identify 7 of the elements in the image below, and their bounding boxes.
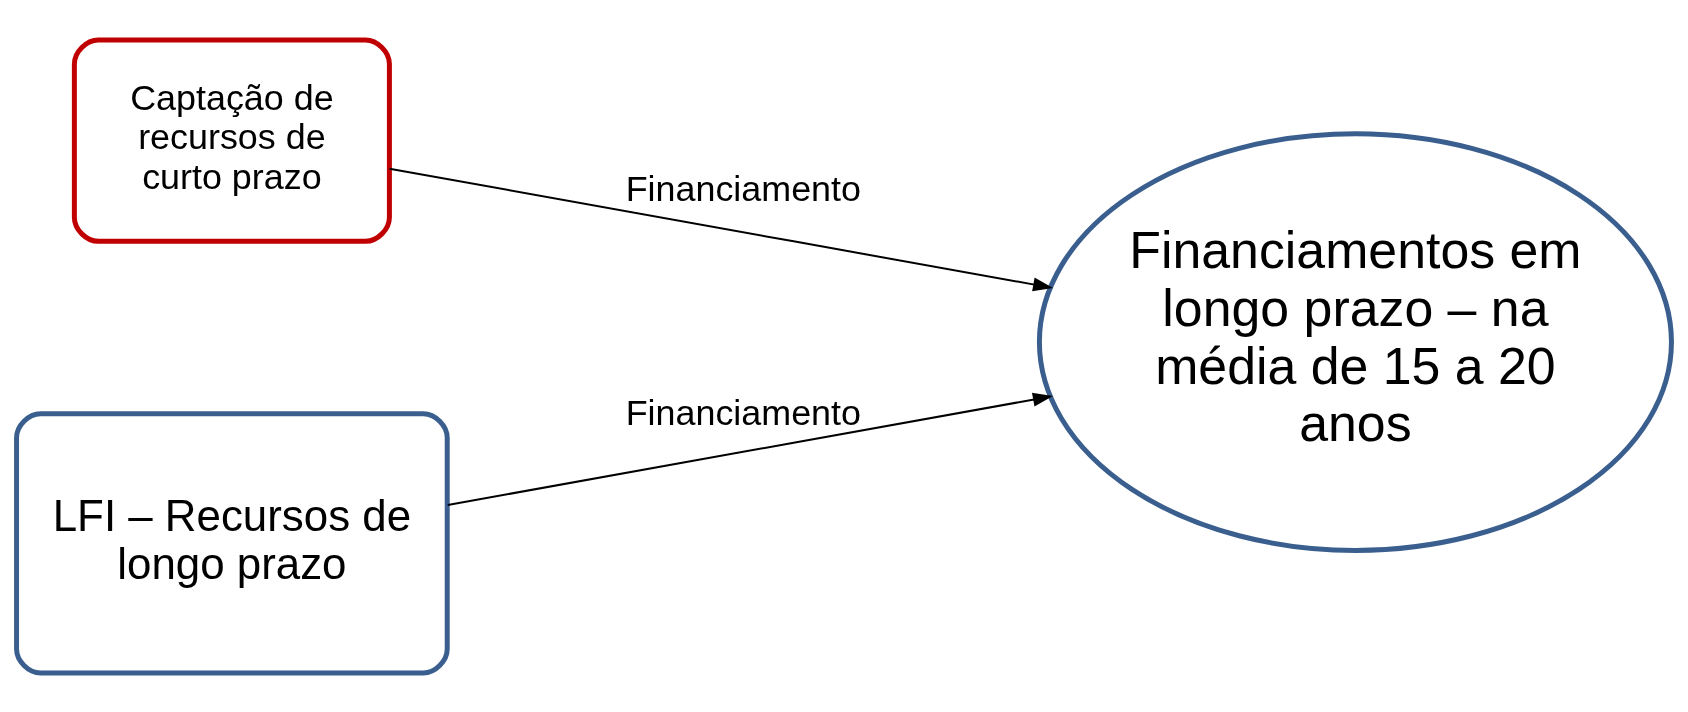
- edge-label: Financiamento: [625, 392, 861, 433]
- arrow: [446, 392, 1053, 506]
- edge-label: Financiamento: [625, 168, 861, 209]
- node-box: Captação de recursos de curto prazo: [71, 37, 392, 244]
- node-ellipse: Financiamentos em longo prazo – na média de 15 a 20 anos: [1036, 130, 1674, 553]
- arrow: [388, 167, 1054, 291]
- node-box: LFI – Recursos de longo prazo: [14, 410, 450, 675]
